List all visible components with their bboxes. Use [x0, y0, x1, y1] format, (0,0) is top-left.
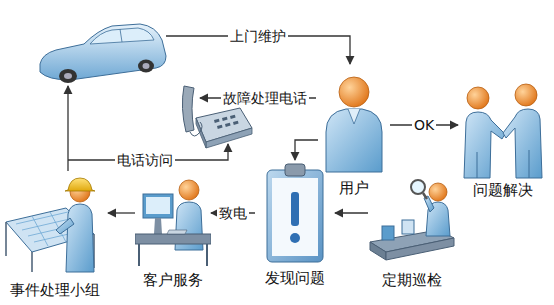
drawing-part: [429, 183, 447, 201]
edge-label: 致电: [217, 205, 249, 221]
drawing-part: [138, 60, 154, 73]
drawing-part: [66, 204, 94, 272]
drawing-part: [339, 77, 369, 107]
drawing-part: [56, 218, 74, 234]
figure-icon: [255, 160, 335, 266]
drawing-part: [222, 117, 228, 121]
drawing-part: [233, 121, 239, 125]
node-label: 用户: [338, 179, 370, 197]
figure-icon: [135, 172, 211, 268]
drawing-part: [402, 220, 414, 234]
node-label: 定期巡检: [381, 271, 443, 289]
resolved-node: 问题解决: [458, 82, 548, 200]
figure-icon: [318, 68, 390, 176]
drawing-part: [503, 109, 542, 178]
drawing-part: [206, 128, 252, 148]
drawing-part: [120, 29, 122, 42]
drawing-part: [90, 28, 154, 44]
drawing-part: [382, 226, 394, 240]
figure-icon: [368, 172, 456, 268]
drawing-part: [272, 178, 318, 256]
problem-node: 发现问题: [255, 160, 335, 288]
car-icon: [40, 24, 166, 83]
drawing-part: [411, 180, 425, 194]
connector-arrow: [295, 140, 318, 160]
arrow-label: 上门维护: [228, 28, 288, 44]
drawing-part: [326, 109, 382, 172]
drawing-part: [135, 234, 211, 244]
drawing-part: [139, 244, 207, 266]
arrow-label: 故障处理电话: [221, 90, 309, 106]
figure-icon: [2, 172, 108, 276]
drawing-part: [464, 112, 505, 178]
drawing-part: [348, 109, 360, 124]
drawing-part: [290, 233, 300, 243]
drawing-part: [167, 230, 187, 234]
team-node: 事件处理小组: [2, 172, 108, 300]
drawing-part: [179, 180, 199, 200]
connector-arrow: [108, 212, 135, 213]
connector-arrow: [335, 212, 368, 213]
drawing-part: [477, 152, 478, 178]
drawing-part: [64, 73, 72, 79]
drawing-part: [59, 69, 77, 83]
service-node: 客户服务: [135, 172, 211, 290]
drawing-part: [230, 115, 236, 119]
drawing-part: [386, 238, 454, 260]
drawing-part: [146, 197, 170, 214]
fixed-arrows: [68, 36, 350, 171]
inspection-node: 定期巡检: [368, 172, 456, 290]
arrow-label: 电话访问: [115, 152, 175, 168]
node-label: 问题解决: [472, 181, 534, 199]
drawing-part: [40, 24, 166, 80]
drawing-part: [143, 63, 150, 69]
drawing-part: [285, 164, 305, 176]
drawing-part: [182, 86, 194, 132]
drawing-part: [214, 119, 220, 123]
drawing-part: [217, 125, 223, 129]
node-label: 事件处理小组: [9, 281, 101, 299]
drawing-part: [423, 193, 427, 199]
drawing-part: [370, 242, 386, 260]
drawing-part: [154, 218, 162, 234]
drawing-part: [291, 192, 299, 226]
edge-label: OK: [412, 117, 436, 133]
user-node: 用户: [318, 68, 390, 198]
drawing-part: [467, 87, 489, 109]
drawing-part: [529, 150, 530, 178]
drawing-part: [225, 123, 231, 127]
node-label: 客户服务: [142, 271, 204, 289]
drawing-part: [267, 170, 323, 262]
figure-icon: [458, 82, 548, 180]
node-label: 发现问题: [264, 269, 326, 287]
drawing-part: [190, 122, 202, 136]
drawing-part: [67, 86, 68, 171]
drawing-part: [65, 178, 95, 191]
drawing-part: [143, 194, 173, 218]
drawing-part: [515, 84, 537, 106]
